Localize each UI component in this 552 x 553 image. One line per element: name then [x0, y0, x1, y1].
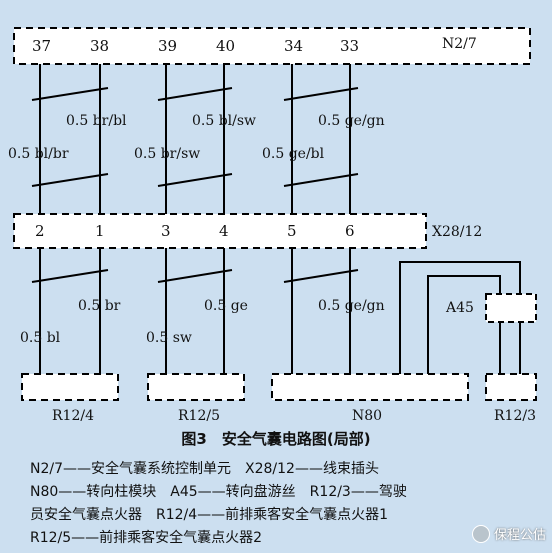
pin-1: 1 [95, 222, 105, 240]
pin-33: 33 [340, 37, 359, 55]
watermark-text: 保程公估 [493, 528, 546, 543]
wire-label-ge-gn-lower: 0.5 ge/gn [318, 298, 385, 314]
r12-5-label: R12/5 [178, 408, 220, 424]
steering-wires [399, 261, 521, 374]
a45-box [485, 293, 537, 323]
wire-label-br-bl: 0.5 br/bl [66, 113, 127, 129]
a45-label: A45 [445, 300, 474, 316]
n80-connector-box [271, 373, 469, 401]
pin-3: 3 [161, 222, 171, 240]
lower-wires [31, 248, 359, 374]
pin-6: 6 [345, 222, 355, 240]
wire-label-br: 0.5 br [78, 298, 121, 314]
pin-37: 37 [32, 37, 51, 55]
r12-3-connector-box [485, 373, 537, 401]
pin-34: 34 [284, 37, 303, 55]
figure-caption: 图3 安全气囊电路图(局部) [181, 430, 371, 448]
pin-40: 40 [216, 37, 235, 55]
wire-label-ge-gn-upper: 0.5 ge/gn [318, 113, 385, 129]
pin-38: 38 [90, 37, 109, 55]
x28-12-label: X28/12 [432, 224, 482, 240]
r12-4-connector-box [21, 373, 119, 401]
r12-5-connector-box [147, 373, 245, 401]
x28-12-connector-box [13, 213, 427, 249]
legend-line-3: 员安全气囊点火器 R12/4——前排乘客安全气囊点火器1 [30, 507, 389, 523]
r12-4-label: R12/4 [52, 408, 94, 424]
legend-line-4: R12/5——前排乘客安全气囊点火器2 [30, 530, 263, 546]
wire-label-br-sw: 0.5 br/sw [134, 146, 200, 162]
wire-label-bl-br: 0.5 bl/br [8, 146, 69, 162]
wire-label-ge-bl: 0.5 ge/bl [262, 146, 325, 162]
upper-wires [31, 64, 359, 214]
n2-7-connector-box [13, 27, 531, 65]
n80-label: N80 [352, 408, 382, 424]
pin-2: 2 [35, 222, 45, 240]
legend-line-2: N80——转向柱模块 A45——转向盘游丝 R12/3——驾驶 [30, 484, 407, 500]
circuit-diagram: 37 38 39 40 34 33 N2/7 0.5 bl/br 0.5 br/… [8, 27, 537, 424]
watermark: 保程公估 [471, 524, 546, 543]
legend: N2/7——安全气囊系统控制单元 X28/12——线束插头 N80——转向柱模块… [30, 458, 550, 550]
wire-label-ge: 0.5 ge [204, 298, 248, 314]
wire-label-bl-sw: 0.5 bl/sw [192, 113, 256, 129]
wire-label-bl: 0.5 bl [20, 330, 61, 346]
r12-3-label: R12/3 [494, 408, 536, 424]
n2-7-label: N2/7 [442, 36, 477, 52]
pin-4: 4 [219, 222, 229, 240]
legend-line-1: N2/7——安全气囊系统控制单元 X28/12——线束插头 [30, 461, 379, 477]
wire-label-sw: 0.5 sw [146, 330, 192, 346]
wechat-icon [471, 524, 490, 543]
pin-5: 5 [287, 222, 297, 240]
pin-39: 39 [158, 37, 177, 55]
